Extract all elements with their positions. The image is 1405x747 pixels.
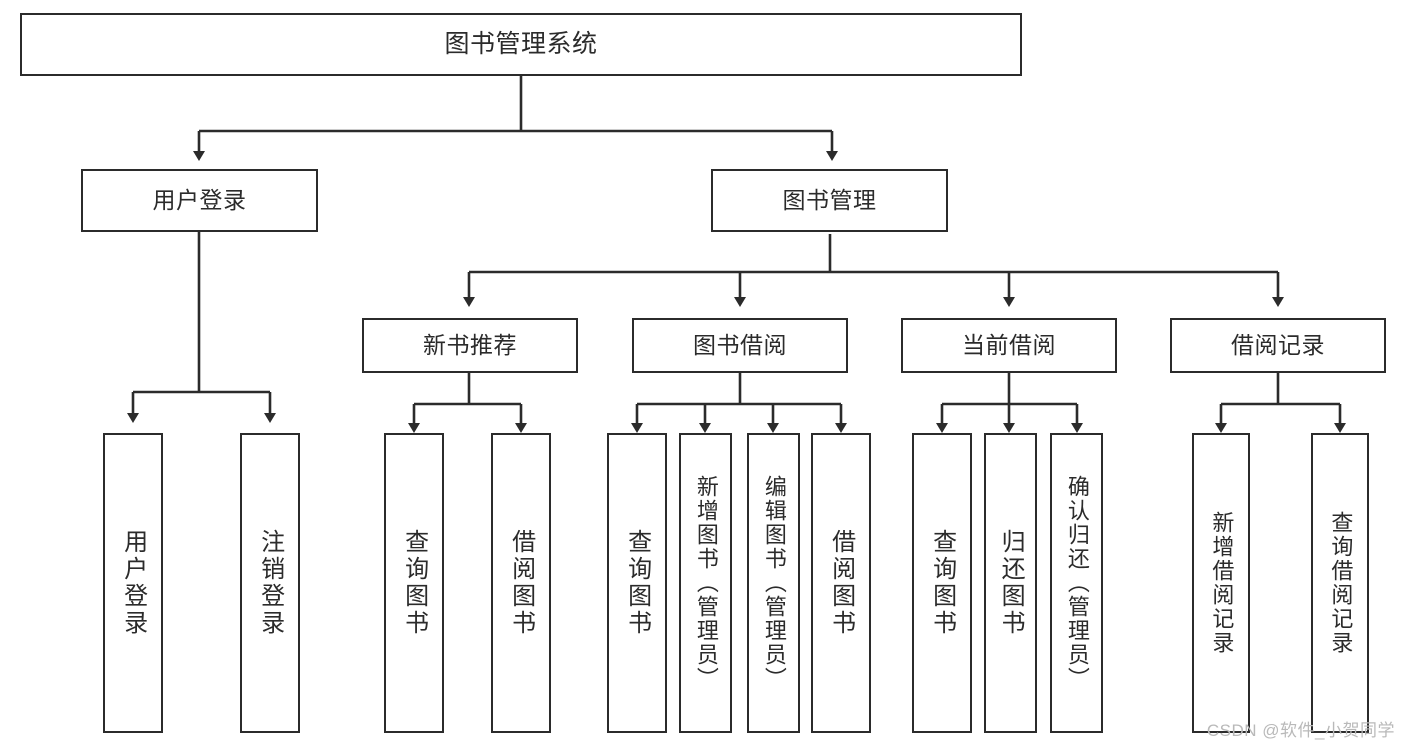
- node-label: 当前借阅: [962, 331, 1056, 358]
- leaf-label: 查询图书: [400, 529, 428, 637]
- node-borrow-record[interactable]: 借阅记录: [1170, 318, 1386, 373]
- leaf-label: 借阅图书: [507, 529, 535, 637]
- node-label: 图书借阅: [693, 331, 787, 358]
- leaf-label: 借阅图书: [827, 529, 855, 637]
- node-label: 图书管理: [782, 186, 877, 213]
- leaf-edit-book-admin[interactable]: 编辑图书（管理员）: [747, 433, 800, 733]
- leaf-logout[interactable]: 注销登录: [240, 433, 300, 733]
- leaf-label: 新增借阅记录: [1209, 511, 1235, 655]
- leaf-label: 用户登录: [119, 529, 147, 637]
- leaf-label: 确认归还（管理员）: [1064, 475, 1090, 691]
- leaf-user-login[interactable]: 用户登录: [103, 433, 163, 733]
- node-user-login[interactable]: 用户登录: [81, 169, 318, 232]
- node-root-book-management-system[interactable]: 图书管理系统: [20, 13, 1022, 76]
- node-label: 新书推荐: [423, 331, 517, 358]
- leaf-query-book-recommend[interactable]: 查询图书: [384, 433, 444, 733]
- leaf-query-borrow-record[interactable]: 查询借阅记录: [1311, 433, 1369, 733]
- node-new-book-recommend[interactable]: 新书推荐: [362, 318, 578, 373]
- leaf-return-book[interactable]: 归还图书: [984, 433, 1037, 733]
- leaf-label: 编辑图书（管理员）: [761, 475, 787, 691]
- leaf-label: 新增图书（管理员）: [693, 475, 719, 691]
- leaf-confirm-return-admin[interactable]: 确认归还（管理员）: [1050, 433, 1103, 733]
- node-current-borrow[interactable]: 当前借阅: [901, 318, 1117, 373]
- leaf-add-book-admin[interactable]: 新增图书（管理员）: [679, 433, 732, 733]
- node-book-borrow[interactable]: 图书借阅: [632, 318, 848, 373]
- leaf-query-book-current[interactable]: 查询图书: [912, 433, 972, 733]
- leaf-add-borrow-record[interactable]: 新增借阅记录: [1192, 433, 1250, 733]
- leaf-borrow-book-recommend[interactable]: 借阅图书: [491, 433, 551, 733]
- leaf-label: 查询借阅记录: [1328, 511, 1354, 655]
- node-label: 图书管理系统: [444, 29, 598, 58]
- node-label: 用户登录: [152, 186, 247, 213]
- leaf-label: 归还图书: [997, 529, 1025, 637]
- leaf-query-book-borrow[interactable]: 查询图书: [607, 433, 667, 733]
- leaf-borrow-book[interactable]: 借阅图书: [811, 433, 871, 733]
- leaf-label: 查询图书: [928, 529, 956, 637]
- node-label: 借阅记录: [1231, 331, 1325, 358]
- leaf-label: 注销登录: [256, 529, 284, 637]
- node-book-management[interactable]: 图书管理: [711, 169, 948, 232]
- leaf-label: 查询图书: [623, 529, 651, 637]
